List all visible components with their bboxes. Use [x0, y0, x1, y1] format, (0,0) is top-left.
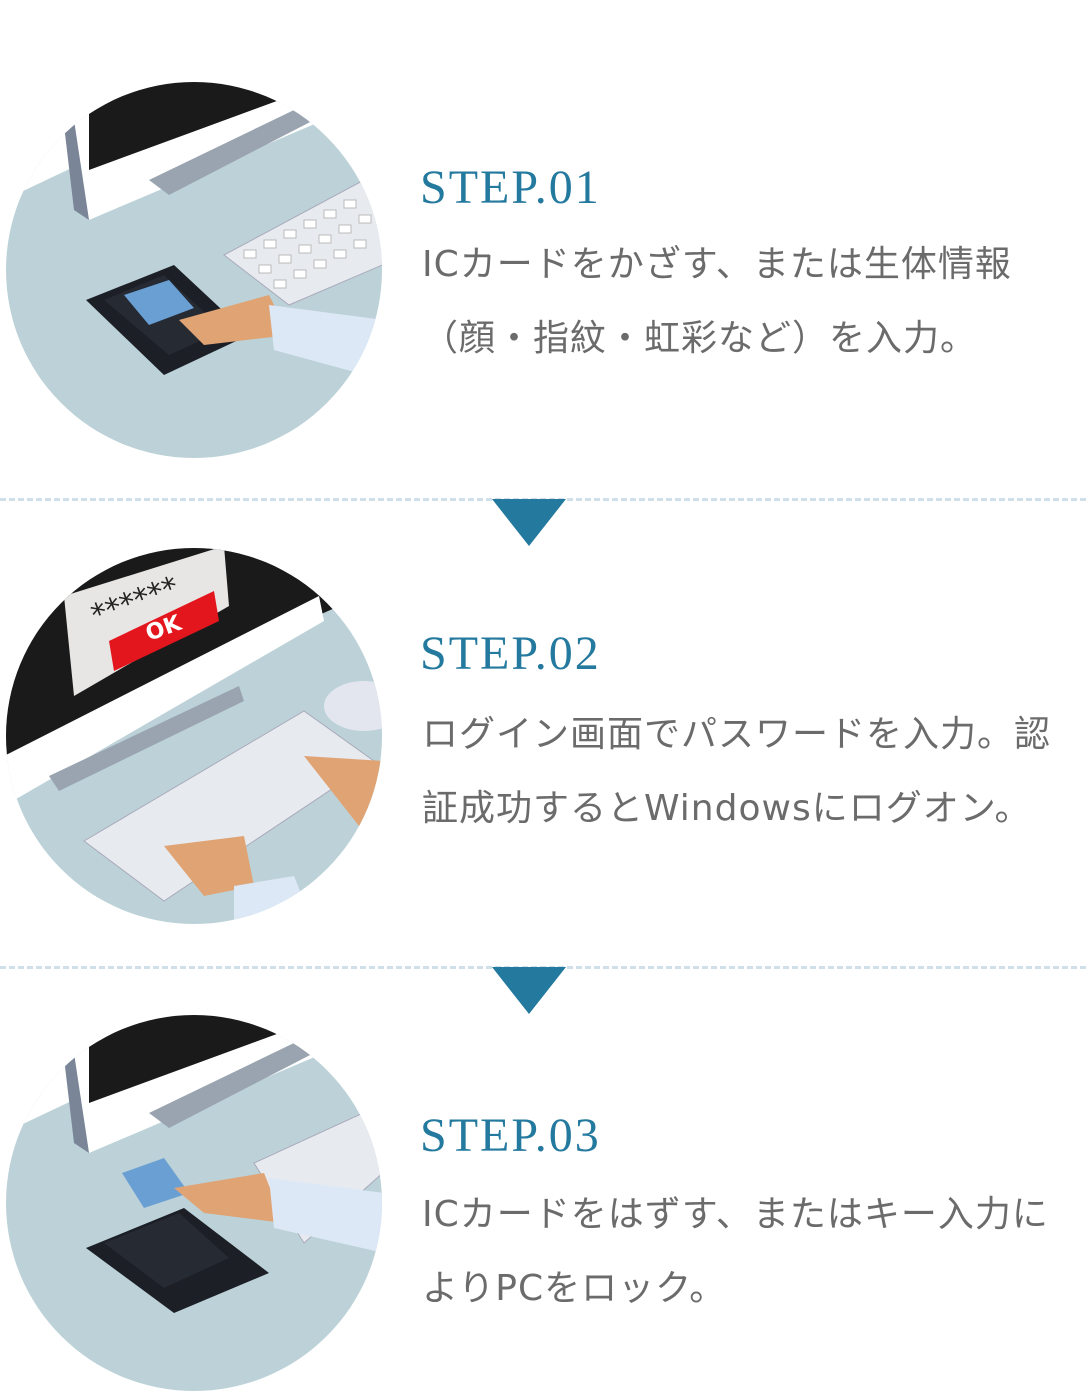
step-description: ログイン画面でパスワードを入力。認 証成功するとWindowsにログオン。	[422, 698, 1051, 846]
step-description-line: ICカードをかざす、または生体情報	[422, 244, 1012, 285]
arrow-down-icon	[492, 967, 566, 1014]
step-title: STEP.03	[420, 1109, 601, 1162]
step-description: ICカードをかざす、または生体情報 （顔・指紋・虹彩など）を入力。	[422, 228, 1012, 376]
password-login-illustration: ****** OK	[6, 548, 382, 924]
step-description-line: 証成功するとWindowsにログオン。	[422, 788, 1032, 829]
arrow-down-icon	[492, 499, 566, 546]
step-description: ICカードをはずす、またはキー入力に よりPCをロック。	[422, 1178, 1049, 1326]
step-description-line: ICカードをはずす、またはキー入力に	[422, 1194, 1049, 1235]
ic-card-reader-illustration	[6, 82, 382, 458]
step-title: STEP.02	[420, 627, 601, 680]
ic-card-removed-illustration	[6, 1015, 382, 1391]
step-description-line: （顔・指紋・虹彩など）を入力。	[422, 318, 978, 359]
step-title: STEP.01	[420, 161, 601, 214]
step-description-line: ログイン画面でパスワードを入力。認	[422, 714, 1052, 755]
step-description-line: よりPCをロック。	[422, 1268, 727, 1309]
